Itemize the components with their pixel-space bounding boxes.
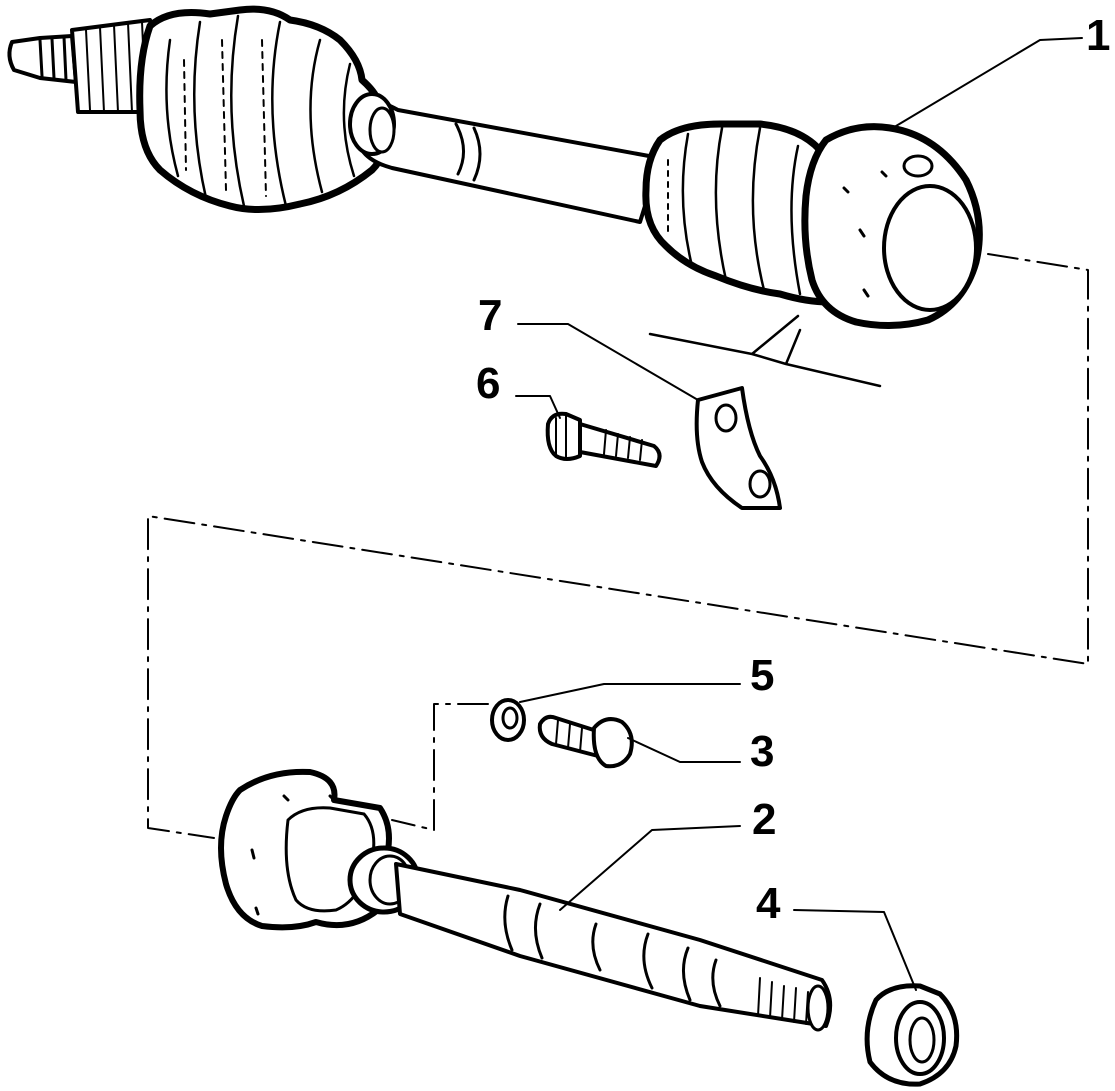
callout-2: 2 — [559, 795, 776, 911]
outer-joint-housing — [801, 123, 983, 330]
seal-ring — [864, 983, 960, 1087]
callout-7: 7 — [478, 291, 699, 401]
callout-number-6: 6 — [476, 359, 500, 408]
callout-3: 3 — [627, 727, 774, 776]
right-cv-boot — [642, 120, 854, 306]
callout-number-5: 5 — [750, 651, 774, 700]
callout-number-1: 1 — [1086, 11, 1110, 60]
section-break-mark — [648, 314, 882, 388]
bolt-3 — [537, 714, 634, 769]
callout-6: 6 — [476, 359, 561, 419]
washer — [490, 698, 526, 742]
shaft-tube — [348, 92, 662, 224]
drive-shaft-assembly — [7, 5, 983, 330]
callout-1: 1 — [895, 11, 1110, 127]
callout-4: 4 — [756, 879, 917, 991]
callout-number-3: 3 — [750, 727, 774, 776]
bolt-6 — [545, 411, 662, 468]
intermediate-shaft — [218, 768, 833, 1032]
left-cv-boot — [136, 5, 388, 214]
assembly-guide-lines — [147, 253, 1089, 839]
callout-number-2: 2 — [752, 795, 776, 844]
callout-number-4: 4 — [756, 879, 781, 928]
callout-number-7: 7 — [478, 291, 502, 340]
plate — [694, 386, 782, 510]
callout-5: 5 — [519, 651, 774, 703]
